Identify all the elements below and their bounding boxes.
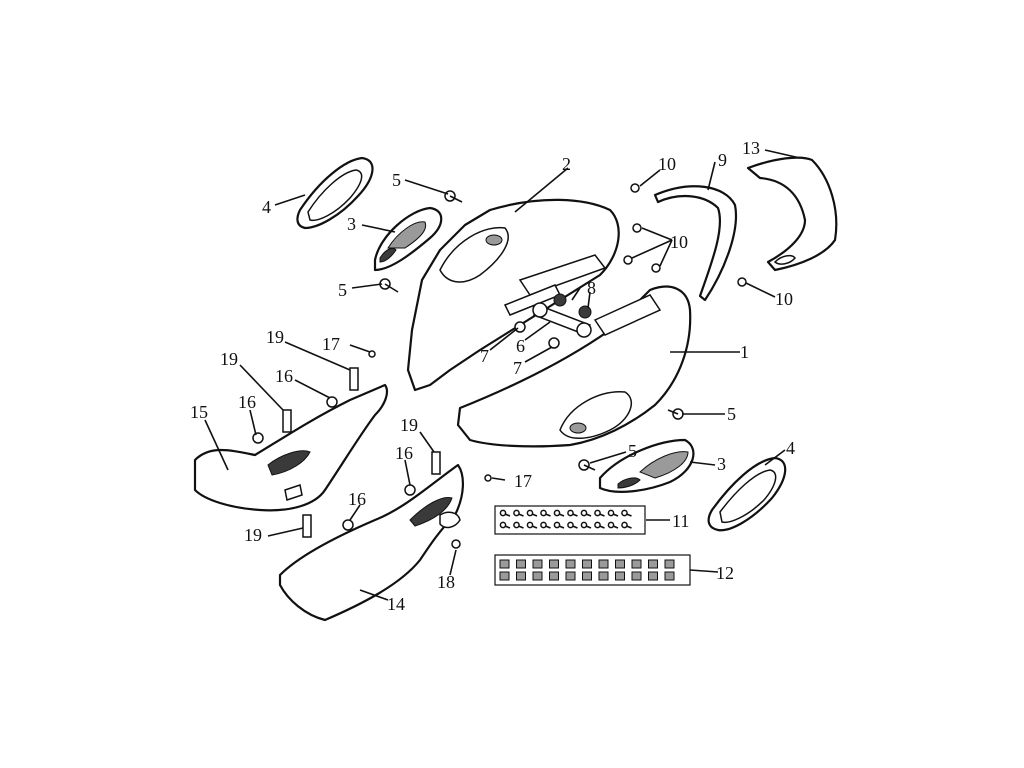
callout-12: 12	[716, 563, 734, 583]
windscreen	[746, 156, 838, 272]
kit-clip-nut-icon	[565, 559, 576, 569]
left-side-panel	[406, 198, 620, 392]
trim-ring-upper	[296, 156, 374, 230]
callout-19-d: 19	[244, 525, 262, 545]
vent-grille-upper	[373, 206, 443, 272]
kit-clip-nut-icon	[499, 559, 510, 569]
kit-screw-icon	[513, 509, 524, 517]
callout-5-lower: 5	[628, 441, 637, 461]
kit-screw-icon	[594, 521, 605, 529]
kit-screw-icon	[540, 521, 551, 529]
kit-clip-nut-icon	[631, 559, 642, 569]
callout-17-lower: 17	[514, 471, 532, 491]
kit-screw-icon	[607, 521, 619, 529]
callout-5-left: 5	[338, 280, 347, 300]
callout-10-upper: 10	[658, 154, 676, 174]
kit-clip-nut-icon	[664, 559, 675, 569]
callout-5-right: 5	[727, 404, 736, 424]
left-lower-fairing	[193, 383, 389, 512]
kit-screw-icon	[553, 521, 565, 529]
kit-screw-icon	[499, 521, 511, 529]
callout-19-b: 19	[220, 349, 238, 369]
kit-screw-icon	[553, 509, 565, 517]
kit-screw-icon	[499, 509, 511, 517]
callout-7-lower: 7	[513, 358, 522, 378]
callout-8: 8	[587, 278, 596, 298]
kit-clip-nut-icon	[549, 571, 559, 581]
clip-nut-kit-box	[494, 554, 691, 586]
screw-kit-box	[494, 505, 646, 535]
callout-13: 13	[742, 138, 760, 158]
callout-3-upper: 3	[347, 214, 356, 234]
kit-clip-nut-icon	[615, 571, 625, 581]
kit-screw-icon	[607, 509, 619, 517]
callout-18: 18	[437, 572, 455, 592]
kit-screw-icon	[567, 521, 578, 529]
callout-11: 11	[672, 511, 689, 531]
kit-clip-nut-icon	[582, 559, 592, 569]
callout-5-upper: 5	[392, 170, 401, 190]
callout-16-b: 16	[275, 366, 293, 386]
kit-clip-nut-icon	[648, 559, 658, 569]
kit-clip-nut-icon	[516, 559, 526, 569]
callout-15: 15	[190, 402, 208, 422]
callout-19-a: 19	[266, 327, 284, 347]
callout-16-d: 16	[348, 489, 366, 509]
callout-4-lower: 4	[786, 438, 795, 458]
kit-screw-icon	[594, 509, 605, 517]
kit-clip-nut-icon	[565, 571, 576, 581]
callout-2: 2	[562, 154, 571, 174]
callout-16-a: 16	[238, 392, 256, 412]
kit-screw-icon	[526, 509, 538, 517]
kit-clip-nut-icon	[631, 571, 642, 581]
callout-9: 9	[718, 150, 727, 170]
kit-screw-icon	[621, 509, 632, 517]
kit-clip-nut-icon	[664, 571, 675, 581]
callout-10-middle: 10	[670, 232, 688, 252]
kit-clip-nut-icon	[648, 571, 658, 581]
front-cowl-strip	[653, 185, 737, 302]
kit-screw-icon	[513, 521, 524, 529]
kit-clip-nut-icon	[615, 559, 625, 569]
kit-screw-icon	[540, 509, 551, 517]
kit-clip-nut-icon	[499, 571, 510, 581]
callout-7-left: 7	[480, 346, 489, 366]
callout-16-c: 16	[395, 443, 413, 463]
callout-labels: 1 2 3 3 4 4 5 5 5 5 6 7 7 8 9 10 10 10 1…	[190, 138, 795, 614]
kit-clip-nut-icon	[598, 559, 609, 569]
leader-lines	[204, 149, 801, 601]
callout-4-upper: 4	[262, 197, 271, 217]
fastener-screws	[252, 183, 747, 549]
kit-clip-nut-icon	[549, 559, 559, 569]
callout-10-right: 10	[775, 289, 793, 309]
mounting-bracket	[514, 293, 592, 349]
kit-screw-icon	[567, 509, 578, 517]
callout-6: 6	[516, 336, 525, 356]
kit-screw-icon	[621, 521, 632, 529]
callout-19-c: 19	[400, 415, 418, 435]
kit-clip-nut-icon	[516, 571, 526, 581]
kit-screw-icon	[580, 509, 592, 517]
kit-clip-nut-icon	[532, 559, 543, 569]
callout-14: 14	[387, 594, 405, 614]
kit-screw-icon	[580, 521, 592, 529]
kit-clip-nut-icon	[598, 571, 609, 581]
kit-clip-nut-icon	[532, 571, 543, 581]
right-side-panel	[456, 285, 692, 448]
right-lower-fairing	[278, 463, 464, 622]
vent-grille-lower	[598, 438, 695, 493]
callout-17-upper: 17	[322, 334, 340, 354]
callout-1: 1	[740, 342, 749, 362]
kit-clip-nut-icon	[582, 571, 592, 581]
trim-ring-lower	[707, 456, 787, 532]
kit-screw-icon	[526, 521, 538, 529]
callout-3-lower: 3	[717, 454, 726, 474]
